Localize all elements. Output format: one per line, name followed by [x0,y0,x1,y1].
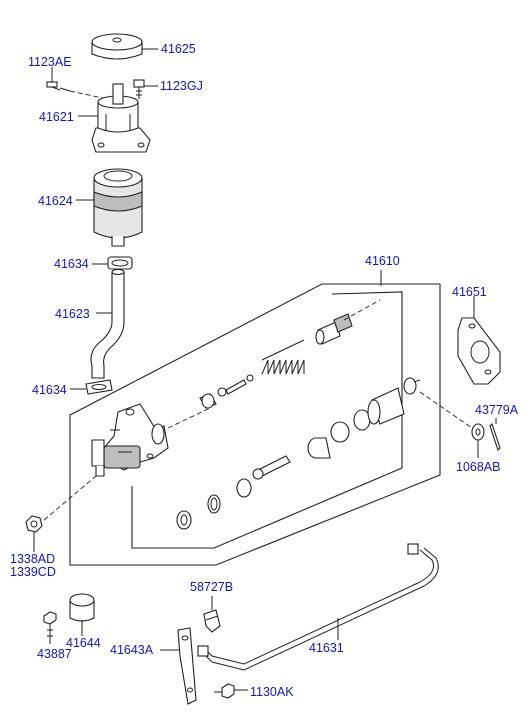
clutch-pipe-41631 [197,543,439,671]
label-41634-lower: 41634 [32,383,67,397]
label-41644: 41644 [66,636,101,650]
piston-cup-seal [199,393,217,409]
reservoir-bracket-41621 [78,83,151,153]
label-41621: 41621 [39,110,74,124]
label-41643A: 41643A [110,643,154,657]
nut-1338AD [25,475,97,552]
pipe-clip-58727B [203,596,221,633]
label-1068AB: 1068AB [456,460,500,474]
split-pin-43779A [489,418,501,452]
dust-boot [367,377,421,425]
piston-body [236,478,252,498]
label-43887: 43887 [37,647,72,661]
hose-clip-41634-lower [70,379,113,395]
washer-1068AB [419,391,485,458]
o-ring [207,494,221,514]
label-41631: 41631 [309,641,344,655]
label-1123AE: 1123AE [28,55,72,69]
stop-ring [176,510,192,530]
secondary-seal [307,437,331,459]
label-41623: 41623 [55,307,90,321]
bracket-41643A [160,627,197,705]
inlet-fitting [315,299,381,345]
label-41625: 41625 [161,42,196,56]
screw-1123GJ [133,79,158,99]
assembly-frame-41610 [69,270,441,566]
label-1123GJ: 1123GJ [160,79,203,93]
label-41610: 41610 [365,254,400,268]
bushing-41644 [69,593,95,636]
screw-43887 [43,611,57,644]
label-1339CD: 1339CD [10,565,56,579]
label-58727B: 58727B [190,580,233,594]
label-41651: 41651 [452,285,487,299]
master-cylinder-body [91,403,211,477]
label-1338AD: 1338AD [10,552,55,566]
gasket-41651 [457,296,501,385]
bolt-1130AK [214,683,248,699]
label-41634-upper: 41634 [54,257,89,271]
screw-1123AE [46,67,113,101]
reservoir-cap-41625 [91,33,158,60]
check-valve-pin [217,374,254,397]
return-spring [261,339,305,375]
label-41624: 41624 [38,194,73,208]
hose-clip-41634-upper [92,256,133,270]
label-1130AK: 1130AK [250,685,294,699]
piston-rod-middle [252,455,291,480]
label-43779A: 43779A [475,403,519,417]
reservoir-hose-41623 [90,268,125,379]
reservoir-41624 [76,168,143,247]
piston-collar [330,409,371,443]
